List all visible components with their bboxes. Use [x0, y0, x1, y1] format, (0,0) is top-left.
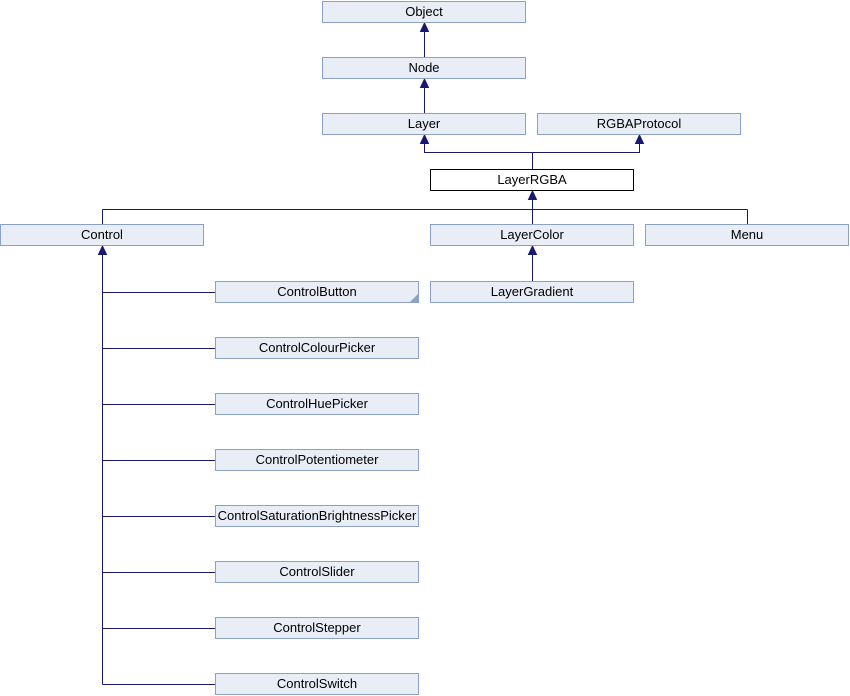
class-node-layergradient[interactable]: LayerGradient [430, 281, 634, 303]
class-node-label: ControlSlider [279, 564, 355, 579]
edge-node-to-object [419, 21, 430, 57]
class-node-label: RGBAProtocol [596, 116, 682, 131]
class-node-controlstepper[interactable]: ControlStepper [215, 617, 419, 639]
edge-layergradient-to-layercolor [527, 244, 538, 281]
class-node-controlslider[interactable]: ControlSlider [215, 561, 419, 583]
class-node-controlhuepicker[interactable]: ControlHuePicker [215, 393, 419, 415]
class-node-rgbaprotocol[interactable]: RGBAProtocol [537, 113, 741, 135]
class-node-label: ControlPotentiometer [255, 452, 379, 467]
class-node-label: ControlSaturationBrightnessPicker [217, 508, 417, 523]
class-node-label: Control [81, 227, 123, 242]
class-node-label: Node [408, 60, 440, 75]
class-node-layerrgba-current: LayerRGBA [430, 169, 634, 191]
truncated-graph-corner-icon [410, 294, 418, 302]
edge-control-children-to-control [97, 244, 215, 685]
class-node-label: ControlSwitch [276, 676, 358, 691]
class-node-controlswitch[interactable]: ControlSwitch [215, 673, 419, 695]
class-node-controlpotentiometer[interactable]: ControlPotentiometer [215, 449, 419, 471]
class-node-label: Layer [407, 116, 441, 131]
class-node-controlsaturationbrightnesspicker[interactable]: ControlSaturationBrightnessPicker [215, 505, 419, 527]
class-node-control[interactable]: Control [0, 224, 204, 246]
edge-children-to-layerrgba [102, 189, 748, 224]
class-node-object[interactable]: Object [322, 1, 526, 23]
class-node-label: ControlHuePicker [266, 396, 368, 411]
class-node-label: LayerRGBA [497, 172, 567, 187]
class-node-label: ControlButton [277, 284, 357, 299]
class-node-layer[interactable]: Layer [322, 113, 526, 135]
class-node-controlbutton[interactable]: ControlButton [215, 281, 419, 303]
class-node-label: ControlColourPicker [258, 340, 376, 355]
class-node-controlcolourpicker[interactable]: ControlColourPicker [215, 337, 419, 359]
class-node-menu[interactable]: Menu [645, 224, 849, 246]
class-node-node[interactable]: Node [322, 57, 526, 79]
class-node-label: Menu [730, 227, 764, 242]
class-node-label: LayerGradient [490, 284, 574, 299]
edge-layer-to-node [419, 77, 430, 113]
class-node-label: LayerColor [500, 227, 564, 242]
class-node-label: ControlStepper [273, 620, 361, 635]
class-node-layercolor[interactable]: LayerColor [430, 224, 634, 246]
edge-layerrgba-to-layer-and-rgbaprotocol [419, 133, 645, 169]
class-node-label: Object [405, 4, 443, 19]
